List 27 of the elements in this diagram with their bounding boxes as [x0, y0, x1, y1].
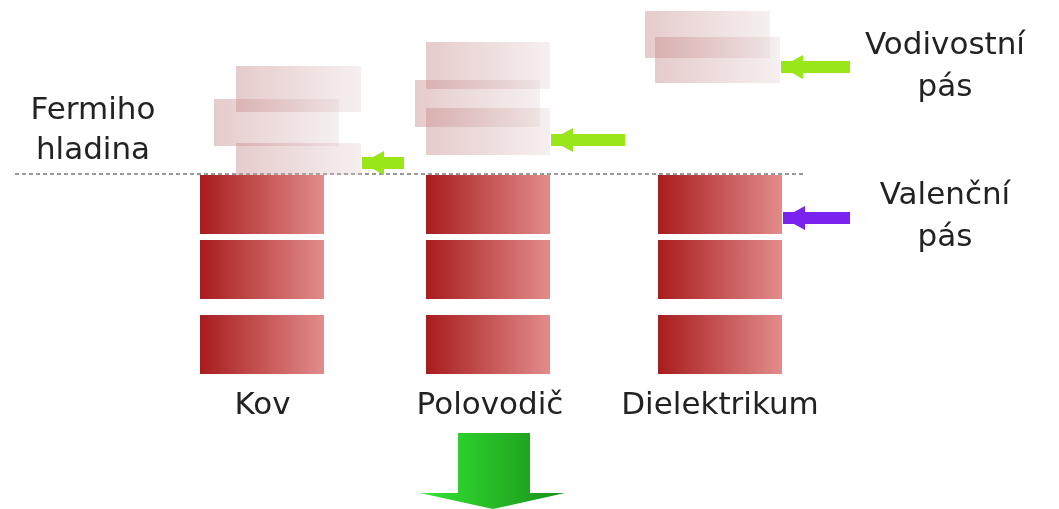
material-label: Polovodič — [415, 384, 565, 423]
arrow — [362, 151, 404, 175]
conduction-band-box — [415, 80, 540, 127]
conduction-band-box — [214, 99, 339, 146]
conduction-band-box — [645, 11, 770, 58]
conduction-band-box — [426, 42, 550, 89]
valence-band-box — [658, 175, 782, 234]
fermi-level-label: Fermiho hladina — [29, 89, 157, 168]
material-label: Dielektrikum — [620, 384, 820, 423]
valence-band-box — [658, 315, 782, 374]
arrow — [551, 128, 625, 152]
valence-band-box — [658, 240, 782, 299]
band-label: Valenční pás — [850, 172, 1040, 262]
arrow — [783, 206, 850, 230]
conduction-band-box — [426, 108, 550, 155]
valence-band-box — [200, 240, 324, 299]
conduction-band-box — [236, 143, 361, 175]
arrow — [781, 55, 850, 79]
valence-band-box — [426, 175, 550, 234]
conduction-band-box — [655, 37, 780, 83]
conduction-band-box — [236, 66, 361, 112]
valence-band-box — [200, 315, 324, 374]
band-label: Vodivostní pás — [850, 22, 1040, 112]
material-label: Kov — [233, 384, 292, 423]
valence-band-box — [200, 175, 324, 234]
valence-band-box — [426, 240, 550, 299]
valence-band-box — [426, 315, 550, 374]
